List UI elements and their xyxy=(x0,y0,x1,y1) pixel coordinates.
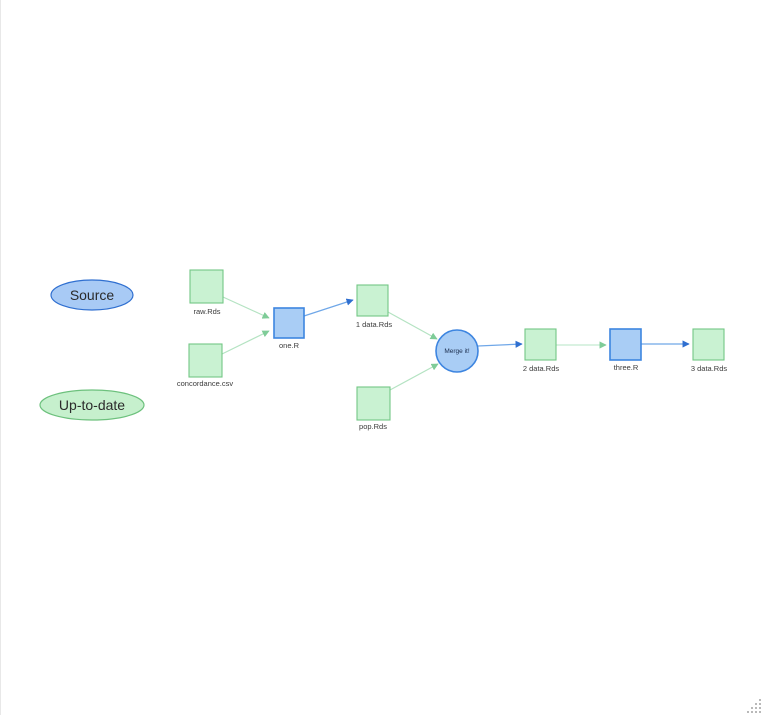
node-pop[interactable]: pop.Rds xyxy=(356,386,391,431)
edge-data1-to-merge[interactable] xyxy=(387,311,438,340)
node-merge-shape xyxy=(435,329,479,373)
node-data3[interactable]: 3 data.Rds xyxy=(691,328,728,373)
legend-uptodate-label: Up-to-date xyxy=(59,397,125,413)
graph-edges xyxy=(221,296,690,391)
node-raw-label: raw.Rds xyxy=(193,307,220,316)
node-merge[interactable]: Merge it! xyxy=(435,329,479,373)
graph-nodes: raw.Rds concordance.csv one.R 1 data.Rds… xyxy=(177,269,728,431)
legend-item-uptodate[interactable]: Up-to-date xyxy=(39,389,145,421)
legend-source-ellipse xyxy=(50,279,134,311)
node-three-r-shape xyxy=(609,328,642,361)
node-raw-shape xyxy=(189,269,224,304)
node-data2-label: 2 data.Rds xyxy=(523,364,560,373)
resize-grip[interactable] xyxy=(744,696,762,714)
node-data2[interactable]: 2 data.Rds xyxy=(523,328,560,373)
edge-pop-to-merge[interactable] xyxy=(389,363,439,391)
node-data3-shape xyxy=(692,328,725,361)
node-one-r-shape xyxy=(273,307,305,339)
edge-merge-to-data2[interactable] xyxy=(477,340,523,348)
edge-one_r-to-data1[interactable] xyxy=(303,298,354,317)
node-concordance[interactable]: concordance.csv xyxy=(177,343,234,388)
legend: Source Up-to-date xyxy=(39,279,145,421)
edge-raw-to-one_r[interactable] xyxy=(222,296,270,319)
node-pop-shape xyxy=(356,386,391,421)
node-pop-label: pop.Rds xyxy=(359,422,387,431)
node-data3-label: 3 data.Rds xyxy=(691,364,728,373)
legend-item-source[interactable]: Source xyxy=(50,279,134,311)
node-one-r-label: one.R xyxy=(279,341,300,350)
edge-concordance-to-one_r[interactable] xyxy=(221,330,270,355)
node-merge-label: Merge it! xyxy=(444,348,469,355)
node-data2-shape xyxy=(524,328,557,361)
node-raw[interactable]: raw.Rds xyxy=(189,269,224,316)
node-three-r-label: three.R xyxy=(614,363,639,372)
node-data1-shape xyxy=(356,284,389,317)
legend-source-label: Source xyxy=(70,287,115,303)
node-three-r[interactable]: three.R xyxy=(609,328,642,372)
node-concordance-label: concordance.csv xyxy=(177,379,234,388)
node-one-r[interactable]: one.R xyxy=(273,307,305,350)
node-data1[interactable]: 1 data.Rds xyxy=(356,284,393,329)
node-data1-label: 1 data.Rds xyxy=(356,320,393,329)
node-concordance-shape xyxy=(188,343,223,378)
legend-uptodate-ellipse xyxy=(39,389,145,421)
